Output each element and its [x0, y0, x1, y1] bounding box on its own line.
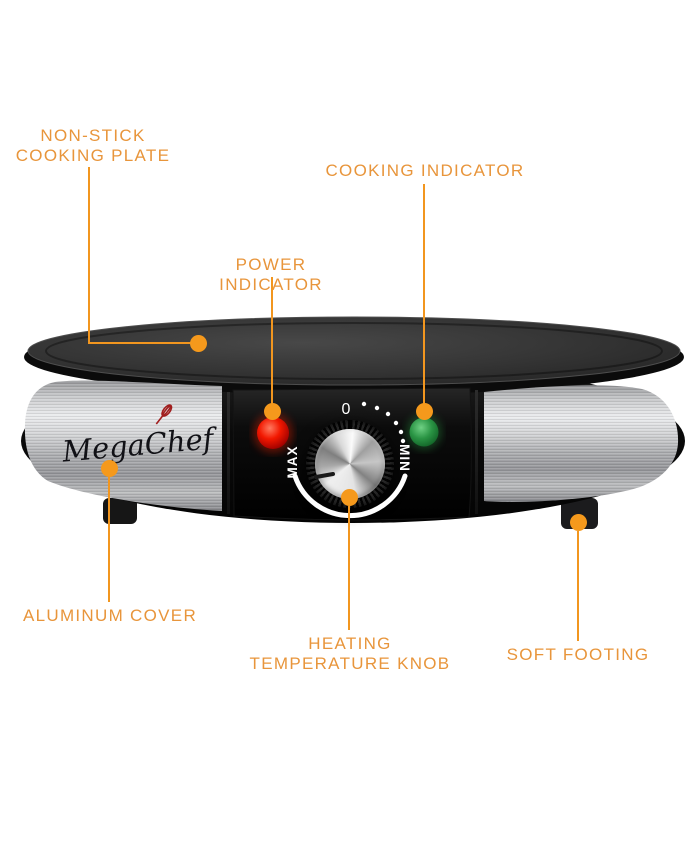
leader-dot: [570, 514, 587, 531]
knob-pointer: [314, 472, 335, 479]
soft-foot-left: [103, 498, 137, 524]
callout-label: HEATING TEMPERATURE KNOB: [249, 634, 451, 673]
leader-dot: [190, 335, 207, 352]
power-indicator-light: [257, 417, 289, 449]
aluminum-cover-right: [484, 385, 679, 502]
dial-dots: [361, 401, 406, 444]
leader-line: [577, 531, 579, 641]
dial-min-label: MIN: [397, 444, 412, 472]
brand-logo: MegaChef: [60, 421, 220, 469]
cooking-plate: [27, 316, 681, 386]
callout-label: COOKING INDICATOR: [325, 161, 525, 180]
leader-line: [88, 167, 90, 342]
callout-label: NON-STICK COOKING PLATE: [15, 126, 171, 165]
callout-label: ALUMINUM COVER: [22, 606, 198, 625]
leader-dot: [264, 403, 281, 420]
panel-edge-ridge-left: [227, 392, 230, 514]
callout-label: POWER INDICATOR: [219, 255, 321, 294]
callout-label: SOFT FOOTING: [506, 645, 650, 664]
leader-dot: [416, 403, 433, 420]
leader-dot: [341, 489, 358, 506]
whisk-icon: [155, 404, 173, 425]
leader-line: [423, 184, 425, 404]
cooking-plate-inner-edge: [45, 322, 663, 380]
cooking-indicator-light: [409, 417, 439, 447]
leader-line: [88, 342, 192, 344]
dial-zero-label: 0: [342, 401, 351, 418]
leader-line: [348, 506, 350, 630]
temperature-knob: [315, 429, 385, 499]
leader-dot: [101, 460, 118, 477]
leader-line: [108, 477, 110, 602]
leader-line: [271, 277, 273, 405]
dial-max-label: MAX: [285, 446, 300, 479]
panel-edge-ridge-right: [475, 390, 478, 514]
aluminum-cover-left: [24, 380, 223, 511]
knob-dial-arc: [292, 473, 408, 519]
